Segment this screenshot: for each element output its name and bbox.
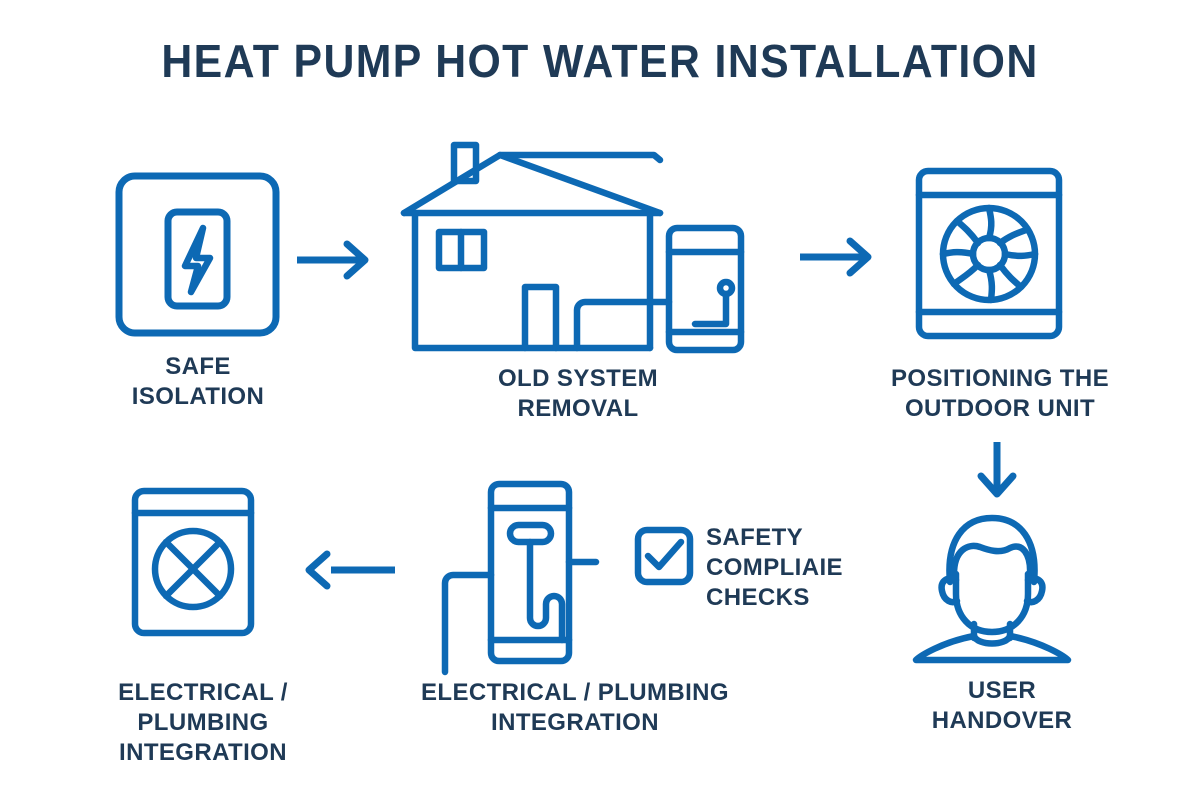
callout-label-safety-compliance-checks: SAFETY COMPLIAIE CHECKS [706,524,843,611]
checkbox-checked-icon [634,526,694,586]
step-label-safe-isolation: SAFE ISOLATION [131,353,265,410]
step-label-old-system-removal: OLD SYSTEM REMOVAL [497,365,658,422]
step-label-positioning-outdoor-unit: POSITIONING THE OUTDOOR UNIT [890,365,1109,422]
appliance-unit-with-crossed-circle-icon [131,487,255,637]
arrow-down-3 [975,440,1019,504]
arrow-left-4 [305,550,397,590]
step-label-user-handover: USER HANDOVER [931,677,1073,734]
person-bust-icon [912,512,1072,664]
page-title: HEAT PUMP HOT WATER INSTALLATION [161,35,1039,87]
light-switch-plate-with-lightning-bolt-icon [115,172,280,337]
step-label-electrical-plumbing-integration-center: ELECTRICAL / PLUMBING INTEGRATION [421,679,729,736]
arrow-right-1 [295,240,375,280]
house-with-hot-water-cylinder-icon [388,136,768,361]
hot-water-cylinder-with-immersion-heater-icon [423,478,633,678]
arrow-right-2 [798,237,878,277]
outdoor-heat-pump-fan-unit-icon [915,167,1063,340]
step-label-electrical-plumbing-integration-left: ELECTRICAL / PLUMBING INTEGRATION [118,679,288,766]
